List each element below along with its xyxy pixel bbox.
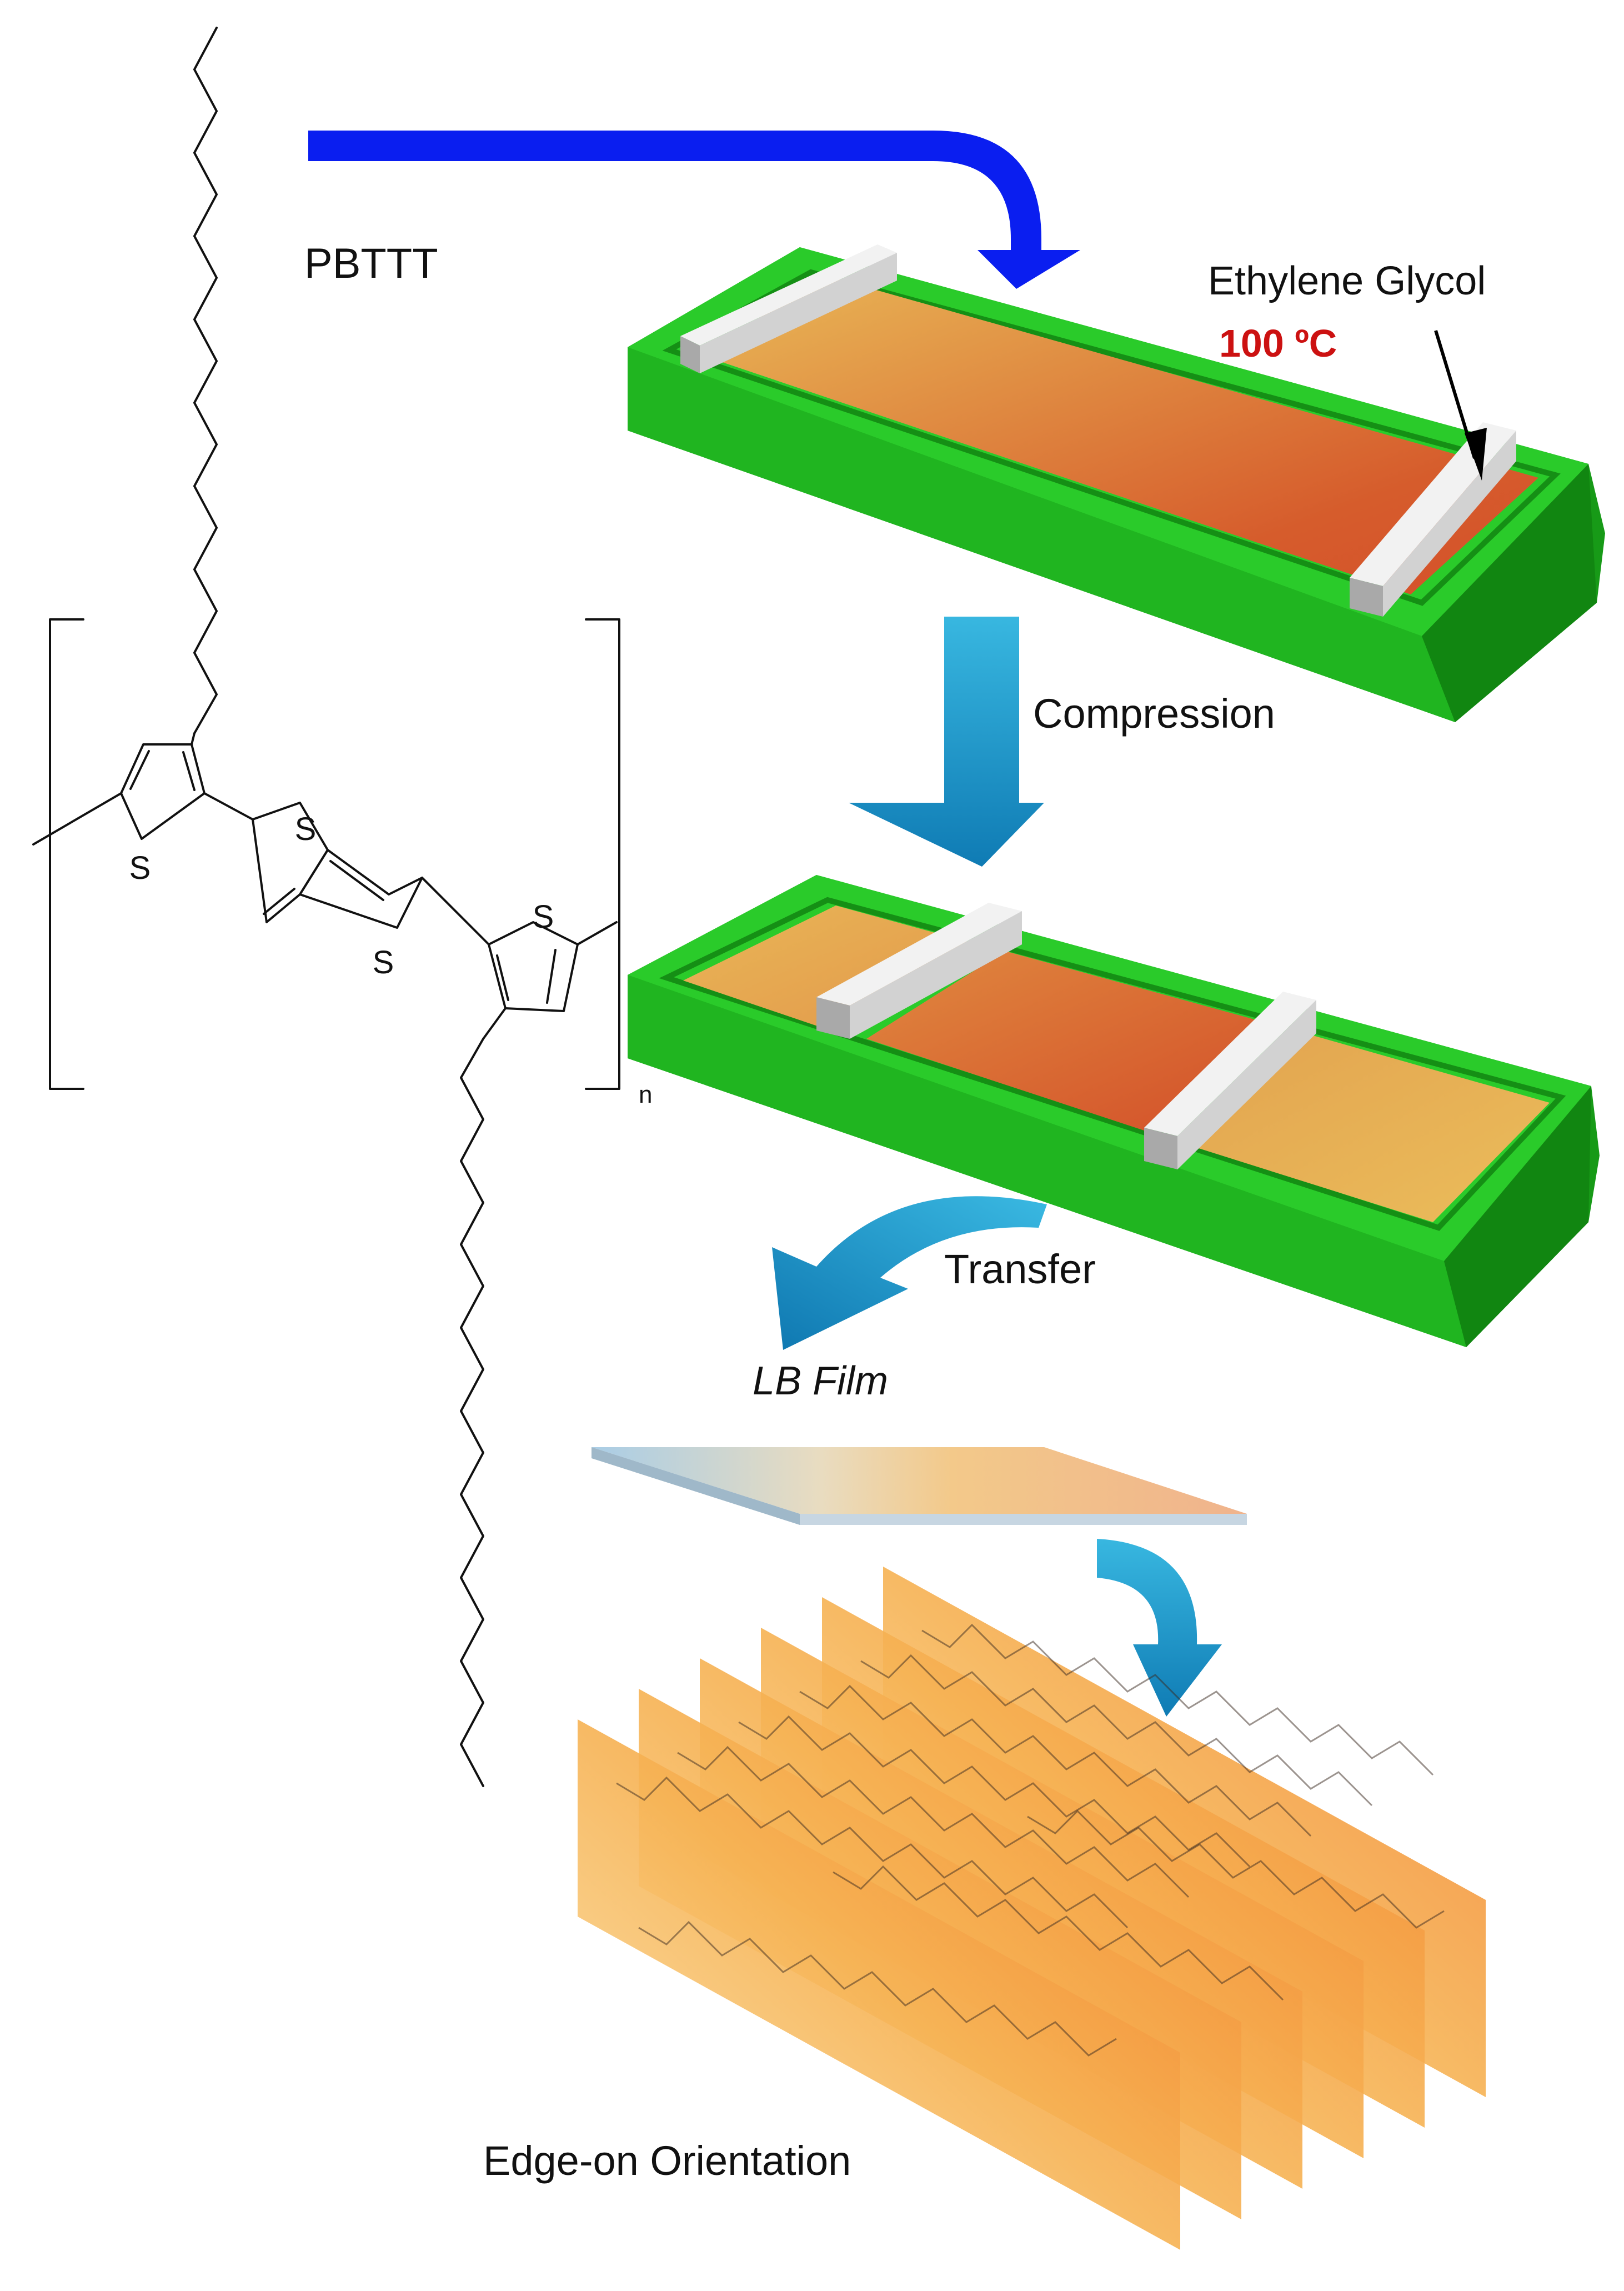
film-compressed-region xyxy=(866,951,1275,1131)
edge-on-sheet-stack xyxy=(578,1567,1486,2250)
feed-arrow xyxy=(308,131,1080,289)
pbttt-structure xyxy=(32,27,620,1787)
molecular-sheet-6 xyxy=(578,1719,1180,2250)
left-bracket xyxy=(49,618,84,1090)
orientation-label: Edge-on Orientation xyxy=(483,2138,851,2184)
film-right-region xyxy=(1177,1033,1550,1222)
thiophene-ring-2 xyxy=(488,921,579,1012)
trough-compressed xyxy=(628,875,1600,1347)
film-initial xyxy=(694,278,1538,594)
transfer-arrow xyxy=(772,1196,1047,1350)
barrier-left-1 xyxy=(680,244,897,373)
orientation-arrow xyxy=(1097,1539,1222,1717)
subphase-pointer xyxy=(1434,330,1487,481)
right-bracket xyxy=(585,618,620,1090)
temperature-label: 100 ºC xyxy=(1219,322,1337,365)
right-terminal-bond xyxy=(577,921,618,946)
repeat-subscript: n xyxy=(639,1081,652,1108)
film-left-region xyxy=(683,906,978,1033)
thienothiophene-left-ring xyxy=(252,802,329,923)
thienothiophene-right-ring xyxy=(299,849,423,929)
sulfur-atom-2: S xyxy=(295,811,317,847)
left-terminal-bond xyxy=(32,792,122,846)
subphase-label: Ethylene Glycol xyxy=(1208,259,1486,303)
thiophene-ring-1 xyxy=(120,743,205,840)
barrier-right-1 xyxy=(1350,422,1516,617)
substrate xyxy=(592,1447,1247,1525)
transfer-label: Transfer xyxy=(944,1246,1096,1292)
barrier-right-2 xyxy=(1144,992,1316,1169)
lb-film-label: LB Film xyxy=(753,1359,888,1403)
compression-arrow xyxy=(849,617,1044,867)
sulfur-atom-4: S xyxy=(533,899,554,935)
sulfur-atom-3: S xyxy=(373,944,394,981)
compression-label: Compression xyxy=(1033,691,1275,737)
polymer-label: PBTTT xyxy=(304,240,438,287)
upper-alkyl-chain xyxy=(193,27,218,734)
sulfur-atom-1: S xyxy=(129,850,151,886)
trough-initial xyxy=(628,244,1605,722)
lower-alkyl-chain xyxy=(460,1007,507,1787)
barrier-left-2 xyxy=(816,903,1022,1039)
